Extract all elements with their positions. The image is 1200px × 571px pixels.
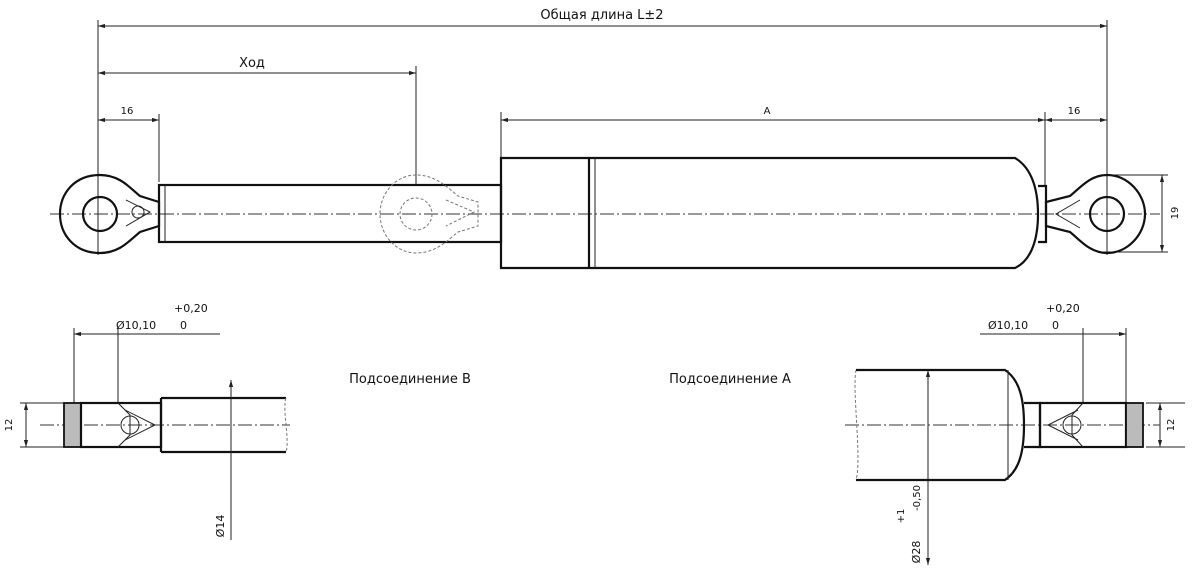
left-eye-fitting	[58, 173, 161, 255]
connection-b-eye-section	[63, 402, 82, 448]
connection-a-detail: Подсоединение A Ø10,10 +0,20 0 12 Ø28 +1…	[669, 302, 1185, 565]
connection-a-title: Подсоединение A	[669, 372, 791, 387]
connection-a-eye-section	[1125, 402, 1144, 448]
stroke-label: Ход	[239, 56, 265, 71]
connection-b-thickness: 12	[4, 419, 15, 432]
right-eye-dim: 16	[1068, 106, 1081, 117]
left-eye-dim: 16	[121, 106, 134, 117]
left-eye-bore	[81, 195, 119, 233]
connection-a-body-tol-lower: -0,50	[912, 485, 923, 511]
connection-b-rod-dia: Ø14	[214, 515, 227, 538]
body-dim: A	[764, 106, 771, 117]
connection-b-bore-dim: Ø10,10	[116, 319, 156, 332]
connection-a-body-dia: Ø28	[910, 541, 923, 564]
cylinder-body	[499, 156, 1040, 270]
piston-rod	[157, 183, 503, 244]
right-eye-fitting	[1038, 173, 1147, 255]
connection-b-tol-lower: 0	[180, 319, 187, 332]
connection-b-tol-upper: +0,20	[174, 302, 208, 315]
connection-b-title: Подсоединение B	[349, 372, 471, 387]
eye-height-dim: 19	[1170, 207, 1181, 220]
retracted-eye-ghost	[379, 174, 479, 254]
connection-a-tol-upper: +0,20	[1046, 302, 1080, 315]
overall-length-label: Общая длина L±2	[540, 8, 663, 23]
connection-a-thickness: 12	[1166, 419, 1177, 432]
connection-a-tol-lower: 0	[1052, 319, 1059, 332]
connection-a-bore-dim: Ø10,10	[988, 319, 1028, 332]
top-view: Общая длина L±2 Ход 16 A 16 19	[50, 8, 1181, 270]
right-eye-bore	[1088, 195, 1126, 233]
connection-b-detail: Подсоединение B Ø10,10 +0,20 0 12 Ø14	[4, 302, 471, 540]
connection-a-body-tol-upper: +1	[896, 509, 907, 524]
